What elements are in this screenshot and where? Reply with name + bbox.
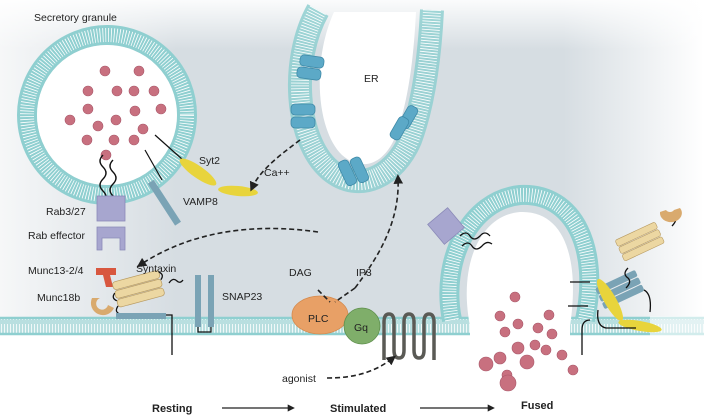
label-er: ER (364, 73, 379, 85)
dag-arrow (136, 227, 319, 268)
label-ca: Ca++ (264, 167, 290, 179)
granule-dot (81, 134, 93, 146)
fused-granule (439, 184, 600, 392)
granule-dot (133, 65, 145, 77)
label-dag: DAG (289, 267, 312, 279)
granule-contents (64, 65, 167, 161)
munc18b-protein (90, 298, 114, 316)
granule-dot (499, 374, 517, 392)
granule-dot (108, 134, 120, 146)
dag-to-plc (317, 289, 331, 303)
vamp8-resting (144, 149, 181, 226)
label-secretory-granule: Secretory granule (34, 12, 117, 24)
rab-complex (96, 154, 126, 251)
stage-resting: Resting (152, 403, 192, 415)
granule-dot (82, 103, 94, 115)
granule-dot (509, 291, 521, 303)
syntaxin-tm-domain (116, 313, 166, 319)
ip3-arrow (354, 174, 404, 289)
granule-dot (532, 322, 544, 334)
granule-dot (148, 85, 160, 97)
label-vamp8: VAMP8 (183, 196, 218, 208)
granule-dot (478, 356, 494, 372)
granule-dot (82, 85, 94, 97)
gpcr-receptor (382, 312, 436, 360)
released-contents (478, 291, 579, 392)
label-rab-effector: Rab effector (28, 230, 86, 242)
er-channels (290, 54, 419, 186)
granule-dot (155, 103, 167, 115)
rab-fused (427, 207, 493, 250)
granule-dot (499, 326, 511, 338)
granule-dot (64, 114, 76, 126)
granule-dot (100, 149, 112, 161)
label-munc13: Munc13-2/4 (28, 265, 84, 277)
granule-dot (129, 105, 141, 117)
granule-dot (519, 354, 535, 370)
granule-dot (128, 134, 140, 146)
granule-dot (111, 85, 123, 97)
munc13-protein (96, 268, 116, 287)
label-rab327: Rab3/27 (46, 206, 86, 218)
syt2-resting (154, 134, 258, 197)
granule-dot (494, 310, 506, 322)
granule-dot (137, 123, 149, 135)
granule-dot (99, 65, 111, 77)
secretory-granule (17, 25, 197, 205)
label-ip3: IP3 (356, 267, 372, 279)
rab-protein (96, 195, 126, 222)
granule-dot (128, 85, 140, 97)
rab-effector-protein (96, 226, 126, 251)
label-munc18b: Munc18b (37, 292, 80, 304)
granule-dot (110, 114, 122, 126)
label-agonist: agonist (282, 373, 316, 385)
snare-complex-fused (568, 208, 682, 355)
label-syntaxin: Syntaxin (136, 263, 176, 275)
label-syt2: Syt2 (199, 155, 220, 167)
granule-dot (529, 339, 541, 351)
syntaxin-resting (112, 270, 165, 308)
agonist-arrow (326, 355, 397, 379)
label-snap23: SNAP23 (222, 291, 262, 303)
signaling-arrows (136, 139, 404, 379)
snap23-protein (195, 275, 214, 333)
granule-dot (512, 318, 524, 330)
granule-dot (540, 344, 552, 356)
granule-dot (543, 309, 555, 321)
stage-stimulated: Stimulated (330, 403, 386, 415)
granule-dot (546, 328, 558, 340)
ca-arrow (249, 139, 301, 192)
granule-dot (556, 349, 568, 361)
stage-fused: Fused (521, 400, 553, 412)
label-plc: PLC (308, 313, 329, 325)
granule-dot (493, 351, 507, 365)
label-gq: Gq (354, 322, 368, 334)
granule-dot (92, 120, 104, 132)
gq-protein (343, 307, 381, 345)
endoplasmic-reticulum (287, 4, 444, 194)
granule-dot (567, 364, 579, 376)
granule-dot (511, 341, 525, 355)
